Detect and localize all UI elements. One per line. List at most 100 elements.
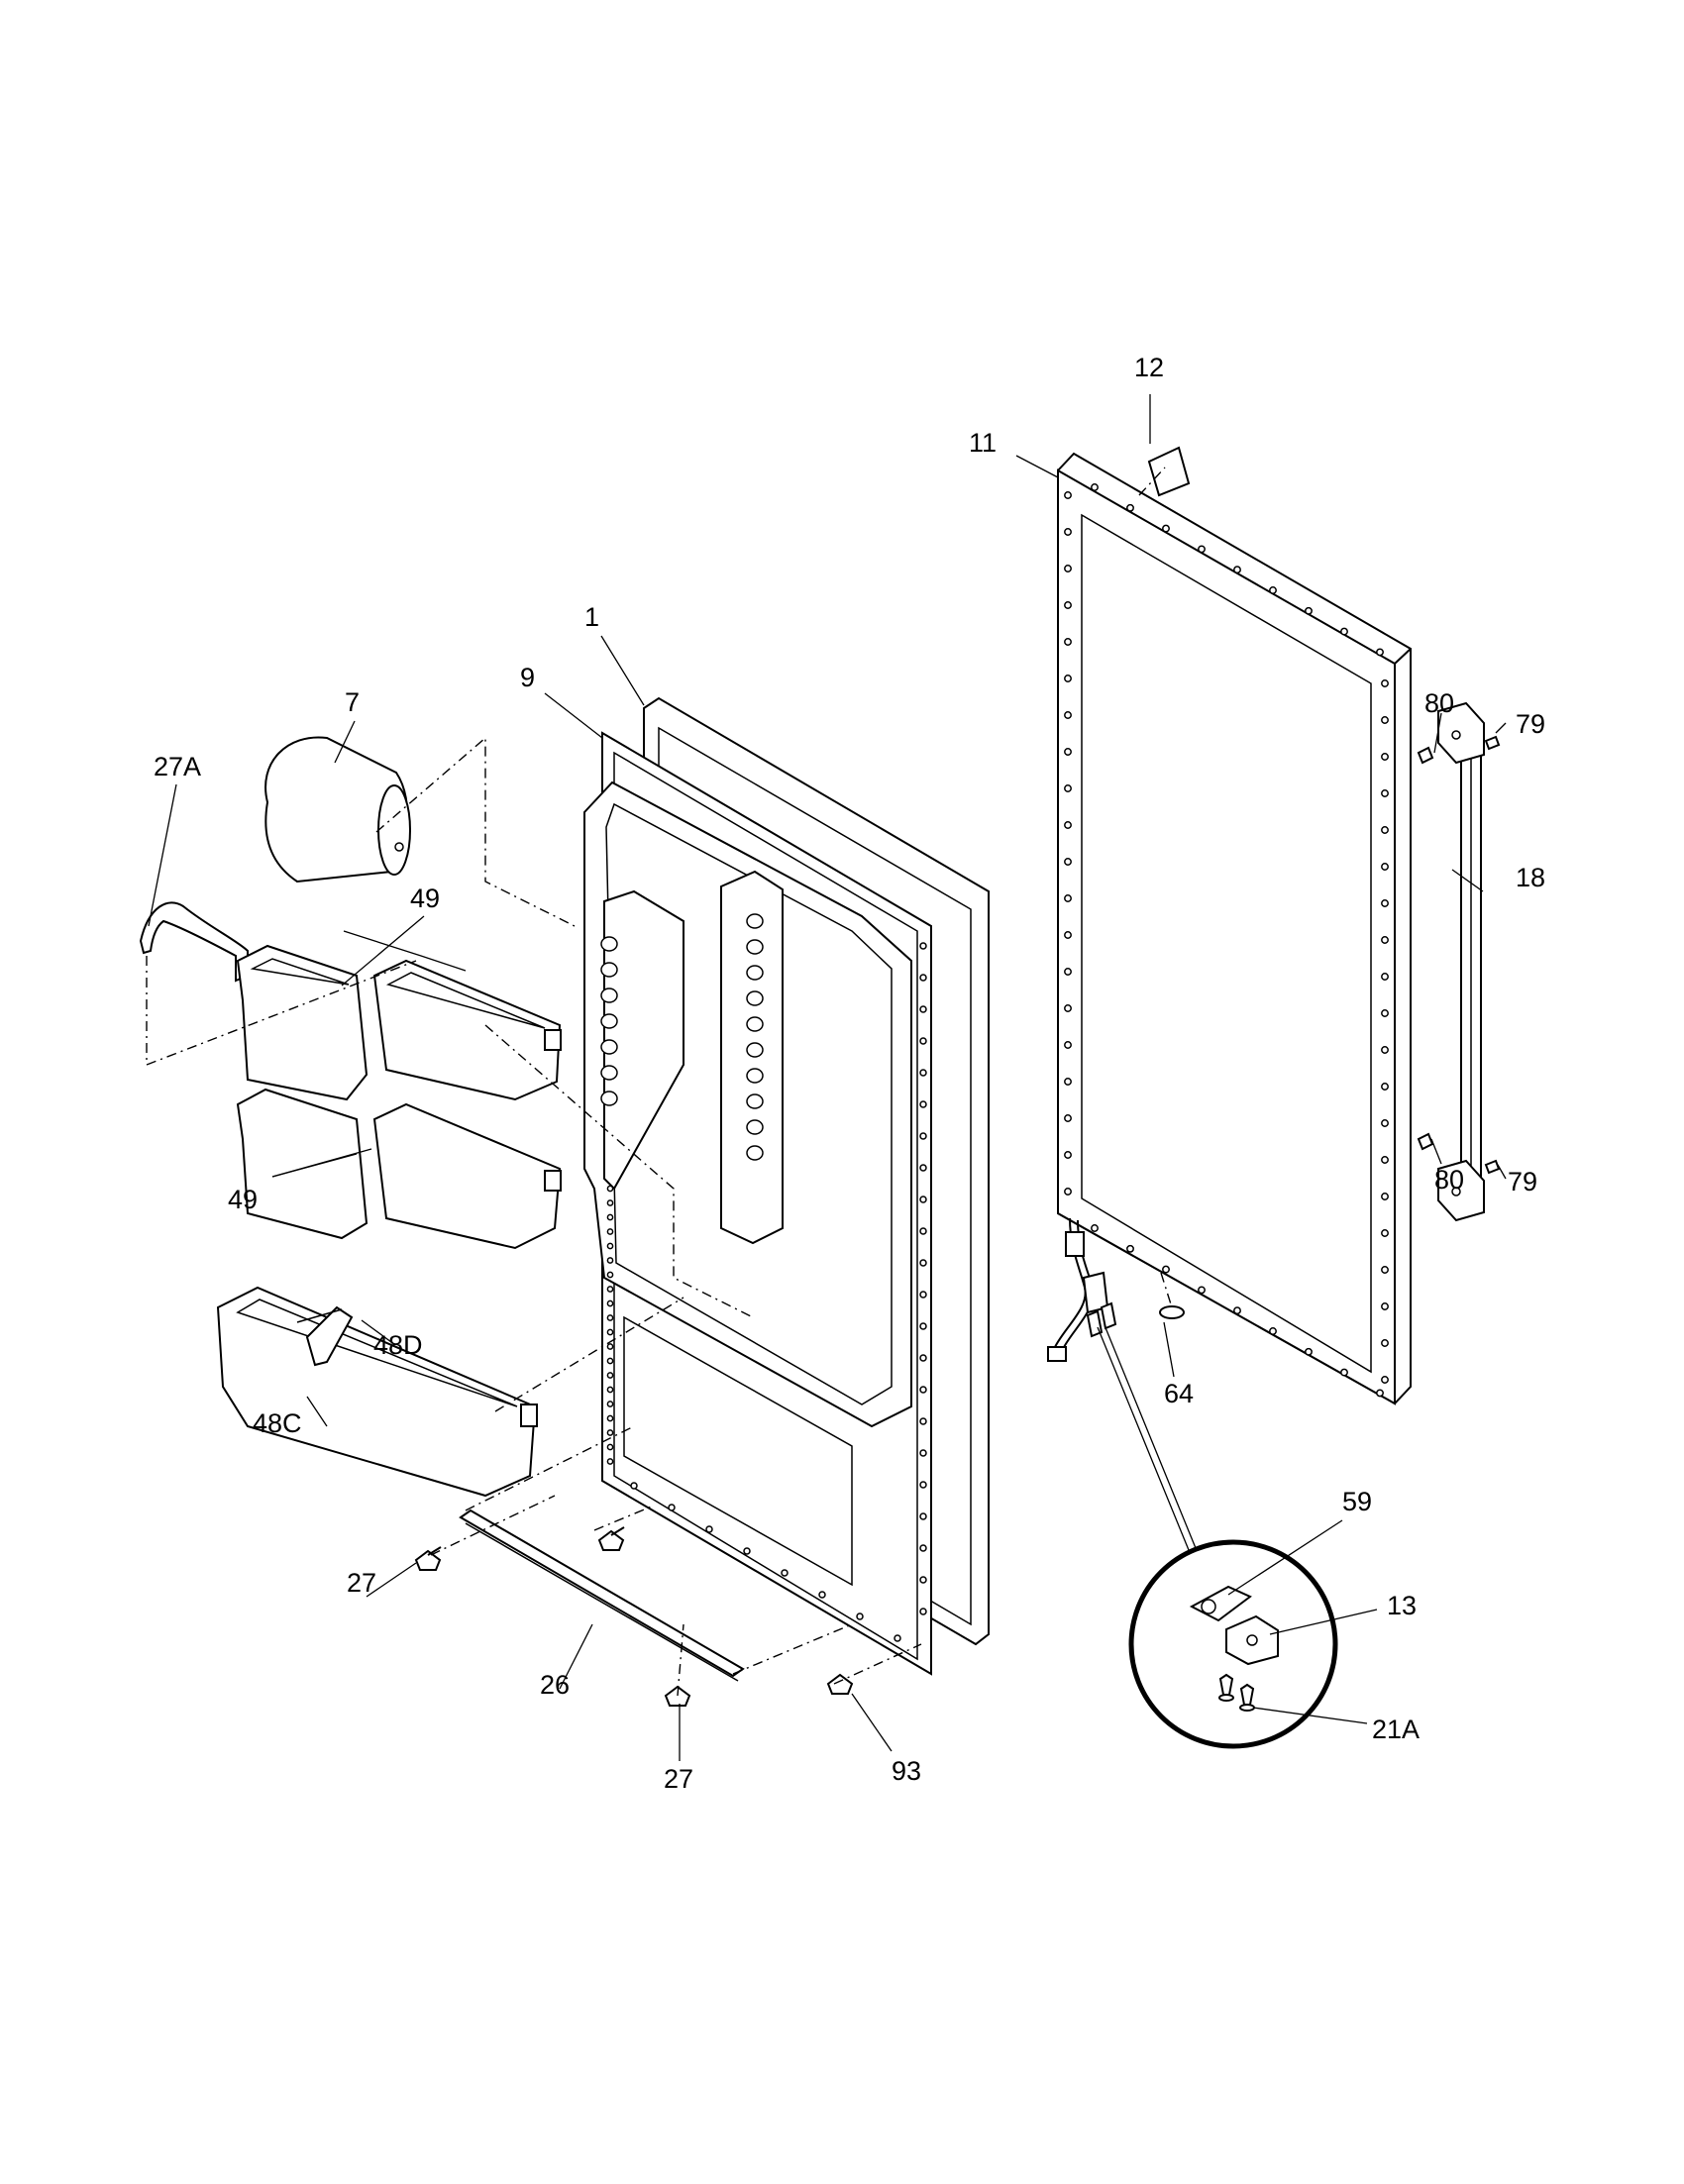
push-fasteners bbox=[414, 1526, 854, 1707]
screw-hole bbox=[1064, 894, 1072, 902]
screw-hole bbox=[1064, 784, 1072, 792]
hinge-detail-magnified bbox=[1128, 1539, 1338, 1749]
screw-hole bbox=[1305, 1347, 1313, 1356]
callout-80-top: 80 bbox=[1424, 688, 1454, 718]
screw-hole bbox=[1381, 716, 1389, 724]
screw-hole bbox=[1162, 1265, 1170, 1274]
screw-hole bbox=[1064, 565, 1072, 572]
screw-hole bbox=[606, 1343, 614, 1350]
callout-7: 7 bbox=[345, 687, 360, 717]
screw-hole bbox=[606, 1286, 614, 1293]
shelf-knob bbox=[600, 1013, 618, 1029]
hinge-screws bbox=[1218, 1673, 1255, 1712]
screw-hole bbox=[1381, 1266, 1389, 1274]
screw-hole bbox=[1064, 675, 1072, 682]
shelf-knob bbox=[746, 1145, 764, 1161]
screw-hole bbox=[1064, 711, 1072, 719]
screw-hole bbox=[818, 1591, 826, 1599]
screw-hole bbox=[919, 1481, 927, 1489]
screw-hole bbox=[781, 1569, 789, 1577]
screw-hole bbox=[1381, 1119, 1389, 1127]
screw-hole bbox=[606, 1314, 614, 1321]
callout-49-mid: 49 bbox=[228, 1185, 258, 1214]
screw-hole bbox=[1305, 606, 1313, 615]
screw-hole bbox=[919, 1608, 927, 1615]
screw-hole bbox=[606, 1185, 614, 1193]
callout-labels: 1 7 9 11 12 13 18 21A 26 27 27 27A 48C 4… bbox=[154, 353, 1545, 1794]
screw-hole bbox=[1233, 566, 1241, 574]
screw-hole bbox=[606, 1386, 614, 1394]
callout-79-top: 79 bbox=[1516, 709, 1545, 739]
large-door-bin bbox=[216, 1286, 538, 1498]
screw-hole bbox=[856, 1612, 864, 1620]
door-bin-lower-left bbox=[236, 1088, 368, 1240]
callout-21A: 21A bbox=[1372, 1715, 1420, 1744]
bin-divider bbox=[296, 1305, 354, 1367]
screw-hole bbox=[1126, 1244, 1134, 1253]
screw-hole bbox=[606, 1357, 614, 1365]
callout-93: 93 bbox=[892, 1756, 921, 1786]
callout-11: 11 bbox=[969, 428, 997, 458]
screw-hole bbox=[1381, 1083, 1389, 1091]
screw-hole bbox=[1381, 789, 1389, 797]
screw-hole bbox=[1064, 638, 1072, 646]
screw-hole bbox=[1340, 627, 1348, 636]
screw-hole bbox=[1064, 1041, 1072, 1049]
screw-hole bbox=[606, 1372, 614, 1379]
screw-hole bbox=[919, 1449, 927, 1457]
shelf-knob bbox=[746, 1042, 764, 1058]
screw-hole bbox=[919, 1037, 927, 1045]
shelf-knob bbox=[600, 1065, 618, 1081]
screw-hole bbox=[1381, 973, 1389, 981]
screw-hole bbox=[705, 1525, 713, 1533]
shelf-knob bbox=[746, 1016, 764, 1032]
screw-hole bbox=[919, 1386, 927, 1394]
screw-hole bbox=[606, 1242, 614, 1250]
screw-hole bbox=[606, 1458, 614, 1465]
shelf-knob bbox=[746, 990, 764, 1006]
screw-hole bbox=[1064, 748, 1072, 756]
door-handle bbox=[1437, 701, 1485, 1222]
screw-hole bbox=[1381, 1156, 1389, 1164]
shelf-knob bbox=[746, 965, 764, 981]
screw-hole bbox=[743, 1547, 751, 1555]
screw-hole bbox=[606, 1300, 614, 1307]
callout-1: 1 bbox=[584, 602, 599, 632]
screw-hole bbox=[1064, 601, 1072, 609]
screw-hole bbox=[919, 1100, 927, 1108]
panel-screw-holes bbox=[1064, 483, 1389, 1398]
screw-hole bbox=[1162, 524, 1170, 533]
shelf-knob bbox=[746, 1068, 764, 1084]
callout-27-bottom: 27 bbox=[664, 1764, 693, 1794]
screw-hole bbox=[919, 1354, 927, 1362]
shelf-knob bbox=[600, 988, 618, 1003]
callout-12: 12 bbox=[1134, 353, 1164, 382]
screw-hole bbox=[919, 1512, 927, 1520]
screw-hole bbox=[919, 1291, 927, 1299]
screw-hole bbox=[1381, 1339, 1389, 1347]
screw-hole bbox=[668, 1504, 676, 1511]
callout-18: 18 bbox=[1516, 863, 1545, 892]
liner-shelf-knobs bbox=[600, 913, 764, 1161]
screw-hole bbox=[606, 1213, 614, 1221]
callout-9: 9 bbox=[520, 663, 535, 692]
screw-hole bbox=[606, 1271, 614, 1279]
screw-hole bbox=[919, 942, 927, 950]
screw-hole bbox=[1064, 1188, 1072, 1196]
screw-hole bbox=[894, 1634, 901, 1642]
handle-end-cap-top bbox=[1437, 701, 1485, 765]
screw-hole bbox=[1381, 1229, 1389, 1237]
screw-hole bbox=[1064, 491, 1072, 499]
screw-hole bbox=[606, 1199, 614, 1206]
shelf-knob bbox=[746, 939, 764, 955]
screw-hole bbox=[606, 1429, 614, 1436]
screw-hole bbox=[919, 1259, 927, 1267]
callout-13: 13 bbox=[1387, 1591, 1417, 1620]
handle-end-cap-bottom bbox=[1437, 1159, 1485, 1222]
screw-hole bbox=[1126, 503, 1134, 512]
screw-hole bbox=[630, 1482, 638, 1490]
screw-hole bbox=[606, 1228, 614, 1235]
callout-48D: 48D bbox=[373, 1330, 423, 1360]
screw-hole bbox=[1381, 1009, 1389, 1017]
